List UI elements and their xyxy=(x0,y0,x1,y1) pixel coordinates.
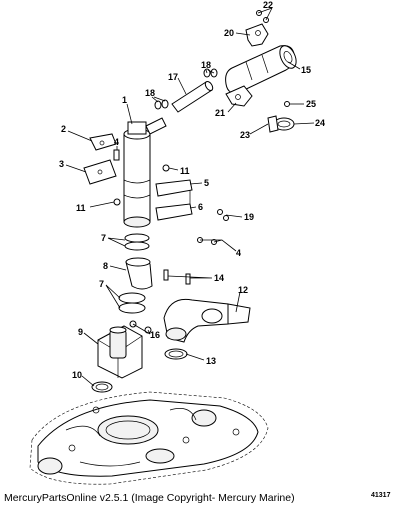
callout-6: 6 xyxy=(198,202,203,212)
part-1-exhaust-elbow[interactable] xyxy=(123,117,167,228)
callout-14: 14 xyxy=(214,273,224,283)
callout-1: 1 xyxy=(122,95,127,105)
callout-21: 21 xyxy=(215,108,225,118)
part-18-clamps[interactable] xyxy=(154,68,218,110)
callout-18-upper: 18 xyxy=(201,60,211,70)
part-8-hose[interactable] xyxy=(125,257,153,290)
callout-23: 23 xyxy=(240,130,250,140)
part-4-screw-upper[interactable] xyxy=(113,149,120,161)
copyright-footer: MercuryPartsOnline v2.5.1 (Image Copyrig… xyxy=(4,492,295,504)
callout-7-upper: 7 xyxy=(101,233,106,243)
callout-8: 8 xyxy=(103,261,108,271)
callout-20: 20 xyxy=(224,28,234,38)
part-15-muffler[interactable] xyxy=(225,43,300,94)
callout-11-upper: 11 xyxy=(180,166,190,176)
part-7-clamps-lower[interactable] xyxy=(118,292,146,314)
callout-9: 9 xyxy=(78,327,83,337)
part-4-screws-lower[interactable] xyxy=(197,237,217,245)
part-20-bracket[interactable] xyxy=(245,23,269,47)
part-24-clamp[interactable] xyxy=(267,115,295,133)
callout-5: 5 xyxy=(204,178,209,188)
part-9-base[interactable] xyxy=(97,325,143,379)
callout-4-upper: 4 xyxy=(114,137,119,147)
callout-12: 12 xyxy=(238,285,248,295)
callout-22: 22 xyxy=(263,0,273,10)
part-22-screws[interactable] xyxy=(256,10,269,23)
callout-24: 24 xyxy=(315,118,325,128)
callout-11-lower: 11 xyxy=(76,203,86,213)
part-14-screws[interactable] xyxy=(163,269,191,285)
callout-10: 10 xyxy=(72,370,82,380)
callout-16: 16 xyxy=(150,330,160,340)
callout-17: 17 xyxy=(168,72,178,82)
callout-19: 19 xyxy=(244,212,254,222)
part-6-strap[interactable] xyxy=(155,190,193,221)
callout-7-lower: 7 xyxy=(99,279,104,289)
part-10-gasket[interactable] xyxy=(91,381,113,393)
adapter-plate xyxy=(29,391,269,485)
callout-25: 25 xyxy=(306,99,316,109)
part-17-tube[interactable] xyxy=(171,80,214,113)
part-13-gasket[interactable] xyxy=(164,348,188,360)
part-7-clamps-upper[interactable] xyxy=(124,233,150,251)
part-25-screw[interactable] xyxy=(284,101,290,107)
drawing-number: 41317 xyxy=(371,492,391,499)
callout-13: 13 xyxy=(206,356,216,366)
callout-2: 2 xyxy=(61,124,66,134)
part-12-elbow[interactable] xyxy=(163,298,251,343)
callout-15: 15 xyxy=(301,65,311,75)
callout-18-lower: 18 xyxy=(145,88,155,98)
callout-3: 3 xyxy=(59,159,64,169)
part-3-bracket[interactable] xyxy=(83,159,117,185)
callout-labels: 22 20 15 17 18 18 21 25 23 24 1 2 4 3 11… xyxy=(59,0,325,380)
part-2-bracket[interactable] xyxy=(89,133,117,151)
leader-lines xyxy=(65,7,315,387)
part-5-strap[interactable] xyxy=(155,179,193,197)
part-21-bracket[interactable] xyxy=(225,85,253,107)
part-19-screws[interactable] xyxy=(217,209,229,221)
callout-4-lower: 4 xyxy=(236,248,241,258)
